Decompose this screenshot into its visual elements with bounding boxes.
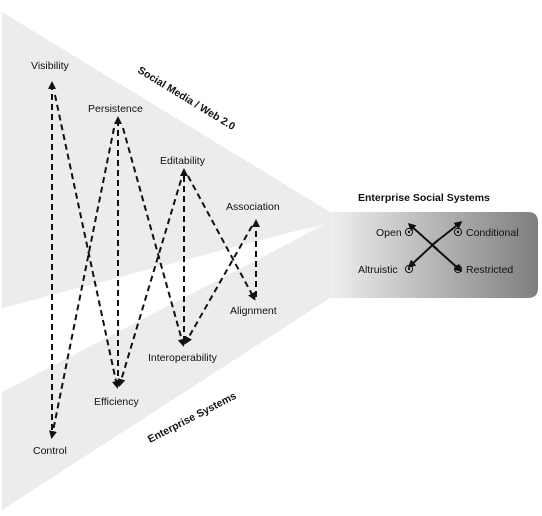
arrow-persistence-to-control xyxy=(49,127,115,439)
node-association: Association xyxy=(226,201,280,213)
arrow-diagonal-conditional-altruistic-2 xyxy=(407,239,439,269)
node-interoperability: Interoperability xyxy=(148,352,218,364)
node-editability: Editability xyxy=(160,155,206,167)
enterprise-systems-band xyxy=(2,222,330,510)
node-persistence: Persistence xyxy=(88,103,143,115)
target-icon-altruistic xyxy=(404,264,414,274)
arrow-association-to-interoperability xyxy=(184,225,253,345)
enterprise-social-systems-title: Enterprise Social Systems xyxy=(358,192,490,204)
node-alignment: Alignment xyxy=(230,305,277,317)
cross-arrows xyxy=(407,221,463,272)
target-icon-restricted xyxy=(453,264,463,274)
arrow-editability-to-efficiency xyxy=(117,179,182,387)
arrow-editability-to-alignment xyxy=(187,175,256,301)
option-conditional: Conditional xyxy=(466,227,519,239)
option-altruistic: Altruistic xyxy=(358,264,398,276)
option-restricted: Restricted xyxy=(466,264,513,276)
node-control: Control xyxy=(33,445,67,457)
node-efficiency: Efficiency xyxy=(94,396,139,408)
enterprise-social-systems-box xyxy=(300,212,538,298)
option-open: Open xyxy=(376,227,402,239)
target-icon-open xyxy=(404,227,414,237)
target-icon-conditional xyxy=(453,227,463,237)
arrow-persistence-to-interoperability xyxy=(122,127,186,347)
node-visibility: Visibility xyxy=(31,60,69,72)
arrow-diagonal-open-restricted-2 xyxy=(431,244,463,272)
zigzag-arrows xyxy=(48,81,260,439)
